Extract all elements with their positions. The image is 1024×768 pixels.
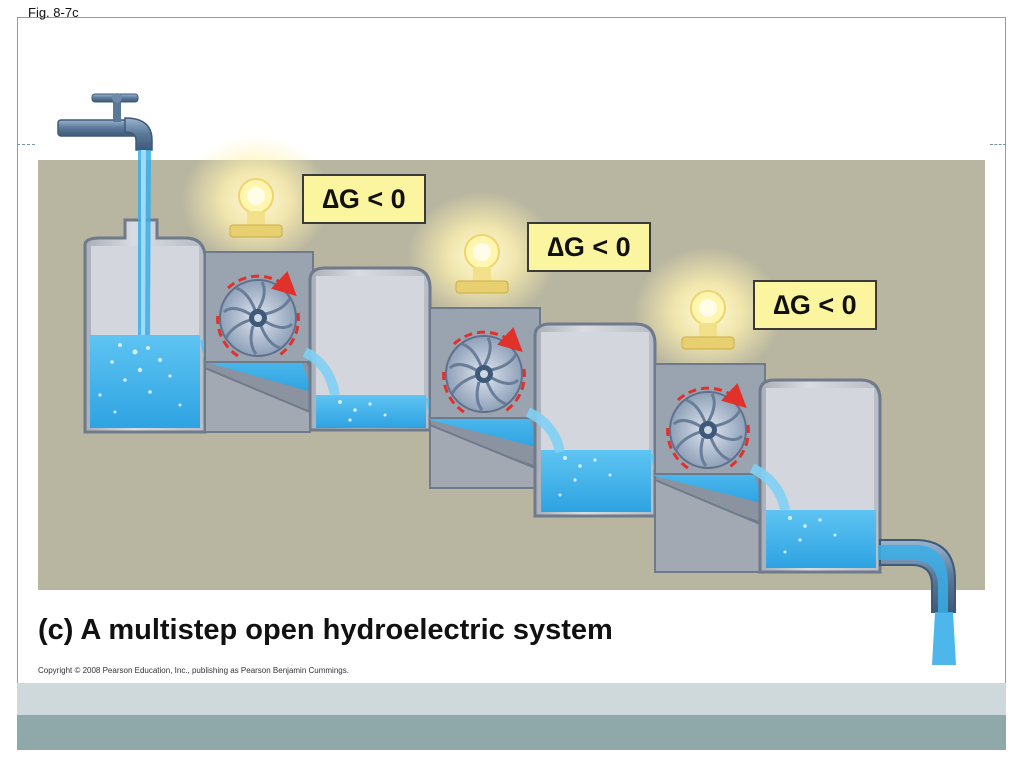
delta-g-text: ∆G < 0 <box>322 183 406 214</box>
cascade-1 <box>302 347 340 396</box>
divider-left <box>17 144 35 145</box>
delta-g-text: ∆G < 0 <box>547 231 631 262</box>
footer-band <box>17 715 1006 750</box>
drain-water <box>932 612 956 665</box>
light-bulb-icon <box>681 290 735 350</box>
water-tank-2 <box>316 395 426 428</box>
turbine-icon <box>666 383 750 470</box>
delta-g-label-2: ∆G < 0 <box>527 222 651 272</box>
cascade-3 <box>749 463 790 512</box>
figure-label: Fig. 8-7c <box>28 5 79 20</box>
delta-g-label-1: ∆G < 0 <box>302 174 426 224</box>
water-tank-1 <box>90 335 200 428</box>
divider-right <box>990 144 1006 145</box>
figure-caption: (c) A multistep open hydroelectric syste… <box>38 614 613 646</box>
water-tank-3 <box>541 450 651 512</box>
turbine-icon <box>442 327 526 414</box>
cascade-2 <box>525 407 565 454</box>
turbine-icon <box>216 271 300 358</box>
delta-g-label-3: ∆G < 0 <box>753 280 877 330</box>
delta-g-text: ∆G < 0 <box>773 289 857 320</box>
light-bulb-icon <box>455 234 509 294</box>
footer-band-light <box>17 683 1006 715</box>
faucet-icon <box>57 93 153 151</box>
bubbles <box>98 343 837 554</box>
copyright-notice: Copyright © 2008 Pearson Education, Inc.… <box>38 666 349 675</box>
water-tank-4 <box>766 510 876 568</box>
light-bulb-icon <box>229 178 283 238</box>
